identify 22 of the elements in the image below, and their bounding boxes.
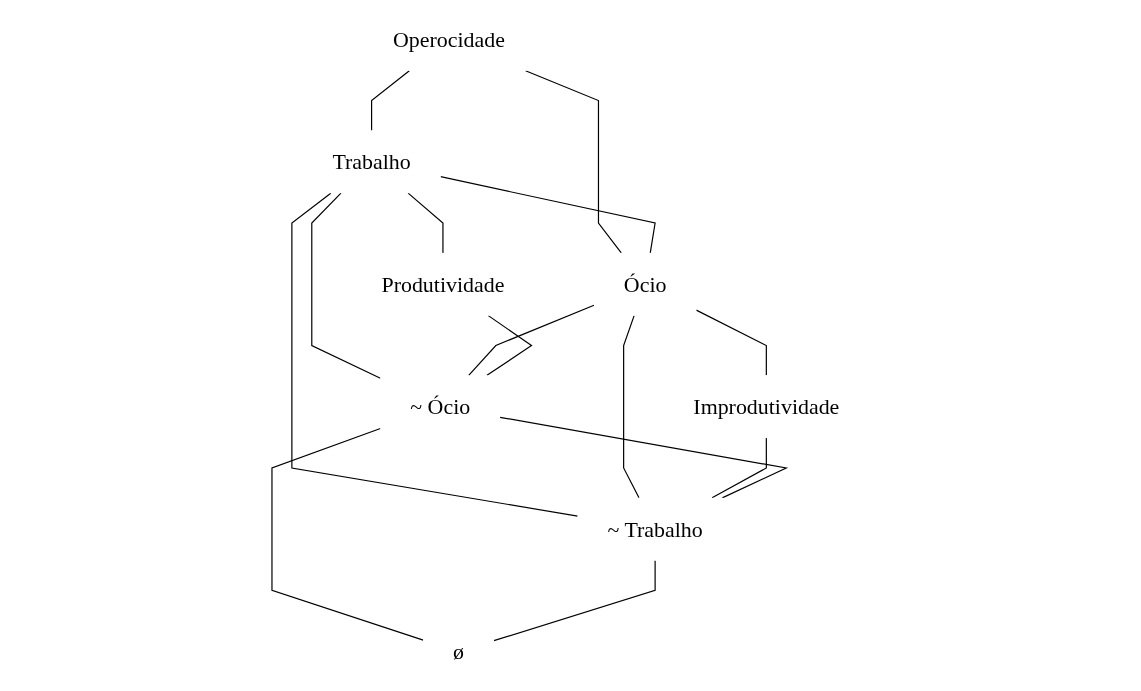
connector [695,309,767,376]
connector [370,70,410,132]
node-text: Produtividade [381,271,505,297]
connector [499,416,789,499]
connector [468,304,595,376]
connector [291,192,579,517]
connector [439,176,656,254]
node-text: Improdutividade [693,394,840,420]
node-text: ~ Ócio [410,394,471,420]
connector [711,437,767,499]
connector [524,70,622,254]
connector [311,192,381,379]
connector [407,192,444,254]
connector [622,315,640,499]
node-text: Ócio [623,271,667,297]
connector [486,315,533,376]
node-text: ~ Trabalho [607,516,703,542]
connector [493,559,656,642]
node-text: Operocidade [392,26,505,52]
connector [271,427,424,641]
node-text: Trabalho [332,149,411,175]
node-text: ø [452,639,464,665]
